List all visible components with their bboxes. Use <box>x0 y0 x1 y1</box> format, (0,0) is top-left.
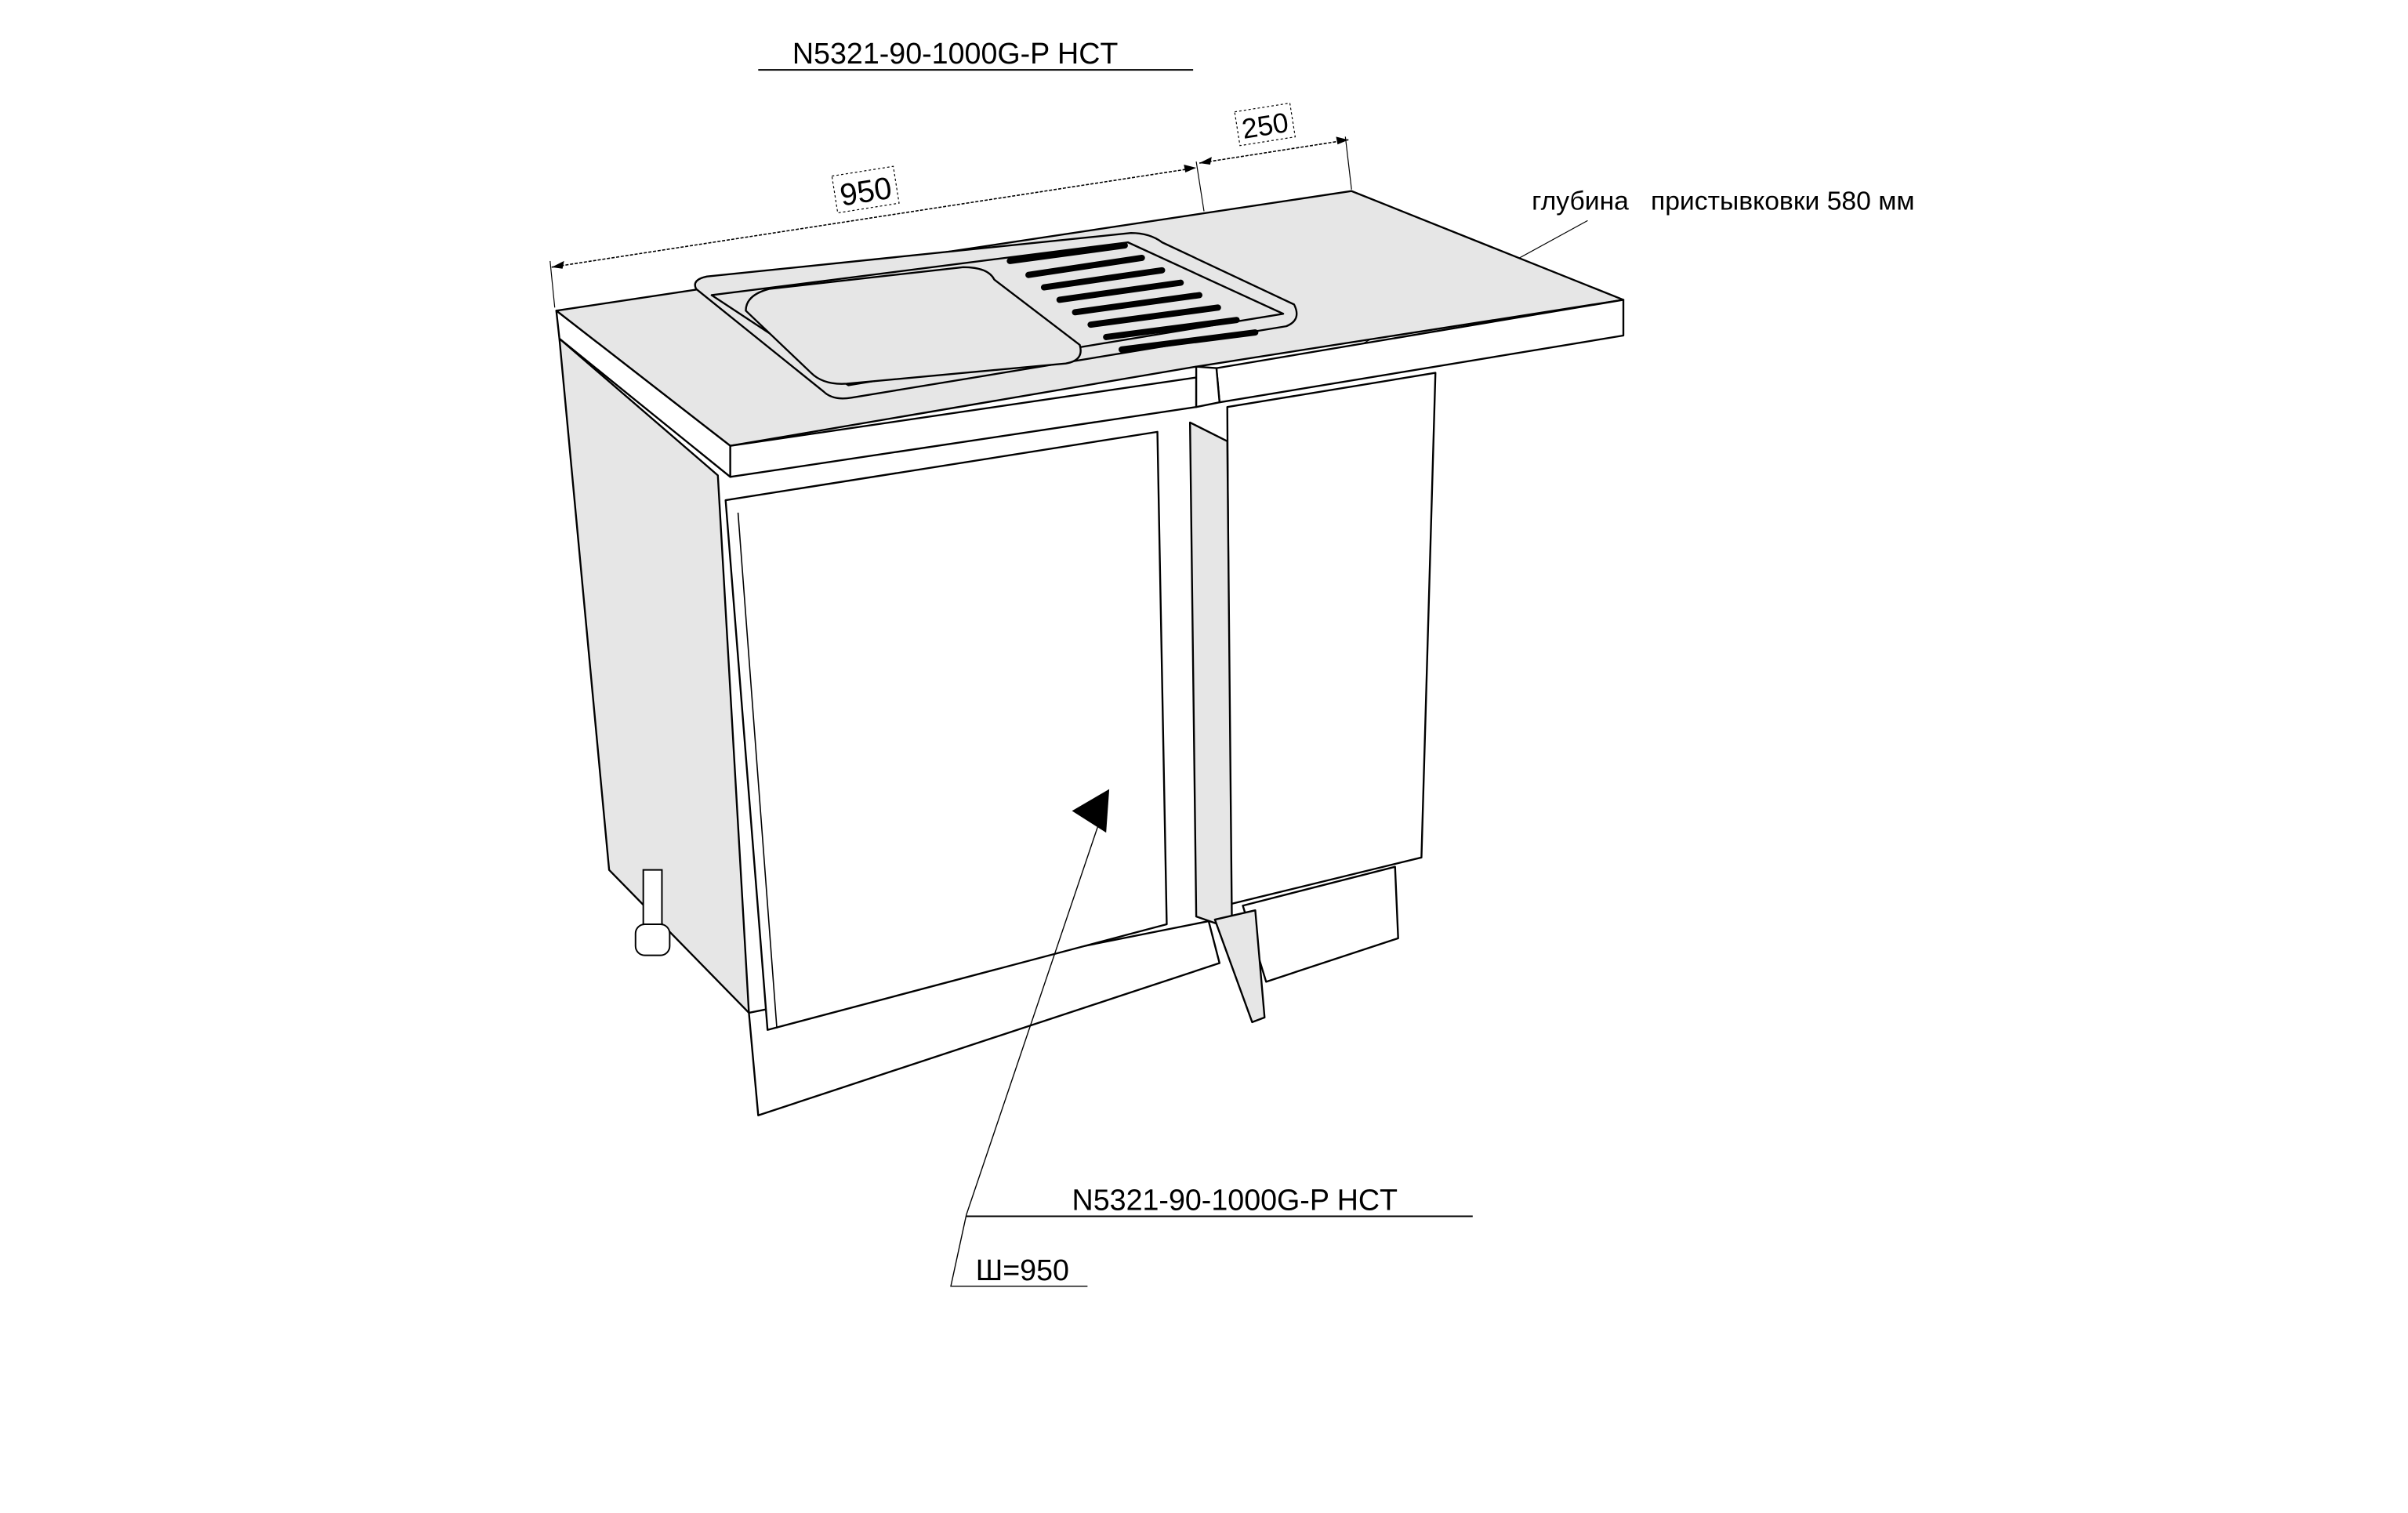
right-cabinet-side <box>1226 372 1437 905</box>
bottom-article-label: N5321-90-1000G-P HCT <box>1072 1184 1398 1217</box>
sink-bowl <box>745 266 1082 385</box>
sink <box>694 232 1298 400</box>
top-article-label: N5321-90-1000G-P HCT <box>792 37 1118 70</box>
depth-note: глубина пристывковки 580 мм <box>1532 187 1914 216</box>
cabinet-door[interactable] <box>724 430 1168 1031</box>
cabinet-leg <box>634 869 671 956</box>
width-label: Ш=950 <box>976 1254 1069 1286</box>
corner-panel <box>1213 909 1266 1024</box>
width-leader-line <box>950 820 1101 1287</box>
corner-filler <box>1188 421 1233 931</box>
dimension-950-label: 950 <box>837 171 894 213</box>
dimension-250-label: 250 <box>1239 107 1290 145</box>
dimension-250: 250 <box>1199 102 1352 190</box>
drain-grooves <box>1006 242 1259 353</box>
dimension-950: 950 <box>549 161 1205 308</box>
